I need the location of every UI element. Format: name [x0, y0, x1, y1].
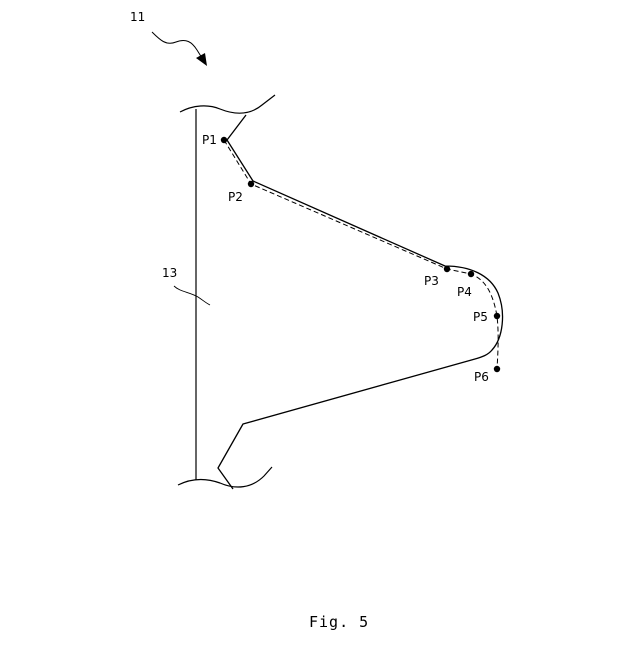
dashed-approximation-path: [224, 140, 498, 369]
point-label-p4: P4: [457, 285, 472, 299]
point-marker-p4: [468, 271, 474, 277]
leader-line-11: [152, 32, 202, 58]
point-marker-p5: [494, 313, 500, 319]
figure-caption: Fig. 5: [309, 613, 369, 631]
point-label-p3: P3: [424, 274, 439, 288]
point-marker-p2: [248, 181, 254, 187]
point-marker-p6: [494, 366, 500, 372]
leader-line-13: [174, 286, 210, 305]
top-break-line: [180, 95, 275, 113]
point-label-p1: P1: [202, 133, 217, 147]
ref-label-11: 11: [130, 10, 145, 24]
arrow-head-icon: [196, 53, 207, 66]
ref-label-13: 13: [162, 266, 177, 280]
point-group: [221, 137, 500, 372]
point-label-p2: P2: [228, 190, 243, 204]
point-label-p5: P5: [473, 310, 488, 324]
point-marker-p1: [221, 137, 227, 143]
point-marker-p3: [444, 266, 450, 272]
blade-profile-outline: [218, 115, 503, 489]
point-label-p6: P6: [474, 370, 489, 384]
